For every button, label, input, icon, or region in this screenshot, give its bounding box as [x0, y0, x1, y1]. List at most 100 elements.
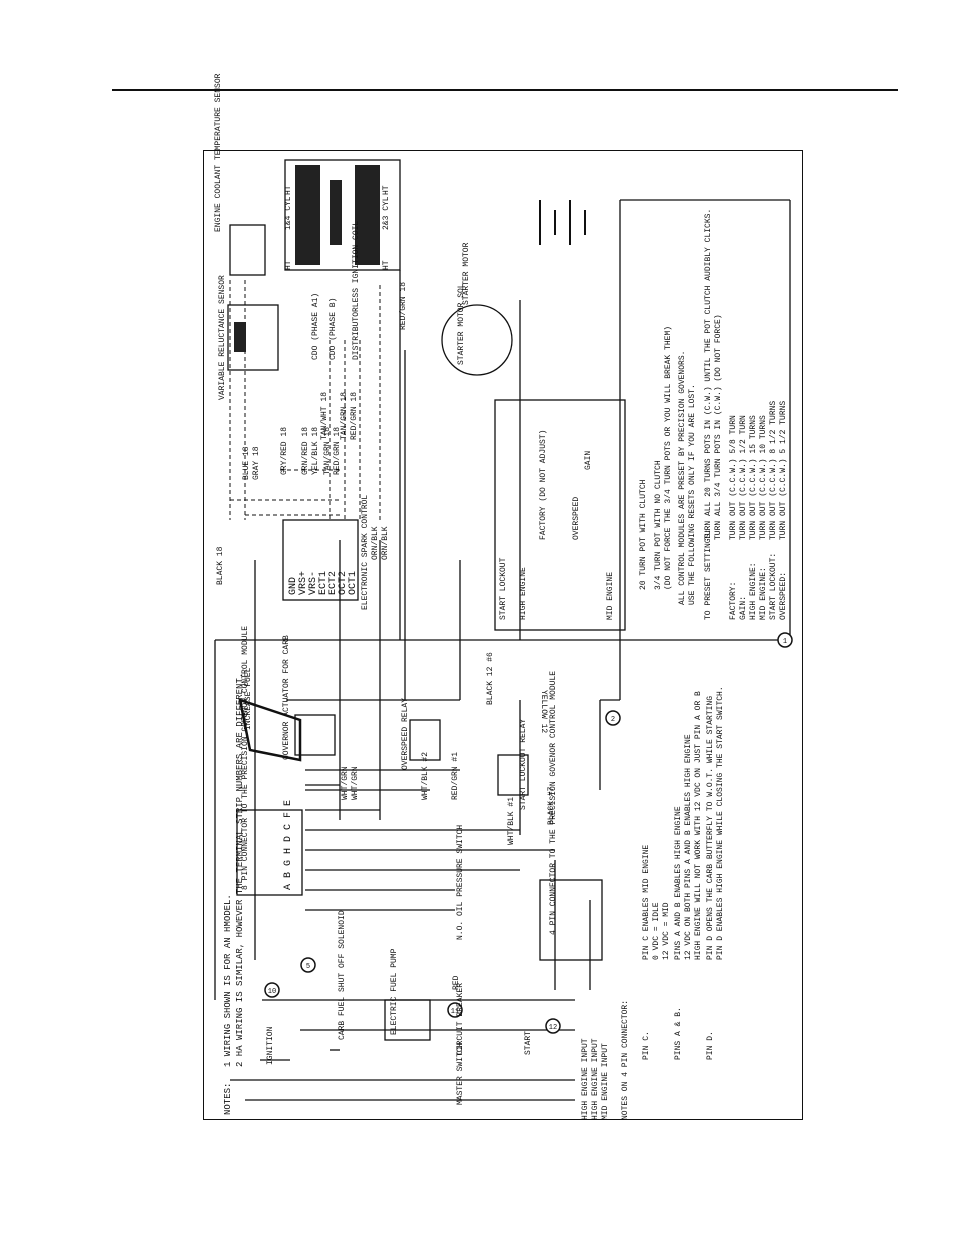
dist-coil-label: DISTRIBUTORLESS IGNITION COIL [352, 221, 361, 360]
notes-line1: 1 WIRING SHOWN IS FOR AN HMODEL. [223, 894, 233, 1067]
coil-core-c [355, 165, 380, 265]
cdo-b1-label: CDO (PHASE B) [329, 298, 338, 360]
esc-box [282, 519, 359, 601]
pot34-line2: (DO NOT FORCE THE 3/4 TURN POTS OR YOU W… [664, 326, 673, 590]
terminal-number: 5 [306, 963, 310, 971]
pot34-line1: 3/4 TURN POT WITH NO CLUTCH [654, 460, 663, 590]
tan-grn-18b-label: TAN/GRN 18 [340, 392, 349, 440]
ht-label-1: HT [284, 185, 293, 195]
coil14-label: 1&4 CYL [284, 196, 293, 230]
module-mid-engine: MID ENGINE [606, 572, 615, 620]
esc-pin-oct1: OCT1 [348, 571, 359, 595]
red-grn-1-label: RED/GRN #1 [451, 752, 460, 800]
esc-pin-ect2: ECT2 [328, 571, 339, 595]
starter-motor-symbol [441, 304, 513, 376]
esc-title: ELECTRONIC SPARK CONTROL [361, 495, 370, 610]
start-label: START [524, 1031, 533, 1055]
setting-name: MID ENGINE: [759, 567, 768, 620]
setting-name: START LOCKOUT: [769, 553, 778, 620]
wht-grn-label-2: WHT/GRN [351, 766, 360, 800]
orn-blk-label-2: ORN/BLK [381, 526, 390, 560]
tan-wht-18-label: TAN/WHT 18 [320, 392, 329, 440]
yel-blk-18-label: YEL/BLK 18 [311, 427, 320, 475]
setting-value: TURN OUT (C.C.W.) 8 1/2 TURNS [769, 401, 778, 540]
black-18-label: BLACK 18 [216, 546, 225, 585]
module-start-lockout: START LOCKOUT [499, 557, 508, 620]
pin-c-line3: 12 VDC = MID [662, 902, 671, 960]
coolant-sensor-box [229, 224, 266, 276]
blue-18-label: BLUE 18 [242, 446, 251, 480]
sensor-wires [229, 280, 381, 520]
setting-value: TURN OUT (C.C.W.) 1/2 TURN [739, 415, 748, 540]
pin-d-label: PIN D. [706, 1031, 715, 1060]
setting-value: TURN OUT (C.C.W.) 15 TURNS [749, 415, 758, 540]
grn-red-18-label: GRN/RED 18 [301, 427, 310, 475]
setting-value: TURN OUT (C.C.W.) 5/8 TURN [729, 415, 738, 540]
terminal-number: 1 [783, 638, 787, 646]
master-switch-label: MASTER SWITCH [456, 1042, 465, 1105]
setting-name: OVERSPEED: [779, 572, 788, 620]
notes-heading: NOTES: [223, 1083, 233, 1115]
start-lockout-relay-box [497, 754, 529, 796]
gray-18-label: GRAY 18 [252, 446, 261, 480]
pin-c-line1: PIN C ENABLES MID ENGINE [642, 845, 651, 960]
pin-ab-line1: PINS A AND B ENABLES HIGH ENGINE [674, 806, 683, 960]
ignition-label: IGNITION [266, 1026, 275, 1065]
terminals [264, 632, 793, 1034]
terminal-number: 2 [611, 716, 615, 724]
wht-blk-2-label: WHT/BLK #2 [421, 752, 430, 800]
connector8-label: 8 PIN CONNECTOR TO THE PRECISION GOVENOR… [241, 626, 250, 890]
esc-pin-gnd: GND [288, 577, 299, 595]
pin-c-label: PIN C. [642, 1031, 651, 1060]
carb-solenoid-label: CARB FUEL SHUT OFF SOLENOID [338, 910, 347, 1040]
wires [214, 199, 791, 1101]
terminal-number: 10 [268, 988, 276, 996]
pin-d-line1: PIN D OPENS THE CARB BUTTERFLY TO W.O.T.… [706, 696, 715, 960]
pin-d-line2: PIN D ENABLES HIGH ENGINE WHILE CLOSING … [716, 686, 725, 960]
red-grn-18c-label: RED/GRN 18 [399, 282, 408, 330]
red-wire-label: RED [452, 975, 461, 990]
cdo-a1-label: CDO (PHASE A1) [311, 293, 320, 360]
input-1-label: HIGH ENGINE INPUT [581, 1038, 590, 1120]
setting-value: TURN OUT (C.C.W.) 10 TURNS [759, 415, 768, 540]
terminal-number: 11 [451, 1008, 459, 1016]
esc-pin-vrsm: VRS- [308, 571, 319, 595]
control-module-panel [494, 399, 626, 631]
connector4-box [539, 879, 603, 961]
vr-sensor-box [227, 304, 279, 371]
esc-pin-ect1: ECT1 [318, 571, 329, 595]
connector8-pins: A B G H D C F E [283, 800, 294, 890]
terminal-number: 12 [549, 1024, 557, 1032]
pin-c-line2: 0 VDC = IDLE [652, 902, 661, 960]
oil-switch-label: N.O. OIL PRESSURE SWITCH [456, 825, 465, 940]
setting-name: GAIN: [739, 596, 748, 620]
pin-ab-label: PINS A & B. [674, 1007, 683, 1060]
fuel-pump-box [384, 999, 431, 1041]
vr-sensor-magnet [234, 322, 246, 352]
ht-label-3: HT [382, 185, 391, 195]
module-factory: FACTORY (DO NOT ADJUST) [539, 430, 548, 540]
gov-actuator-box [294, 714, 336, 756]
wht-blk-1-label: WHT/BLK #1 [507, 797, 516, 845]
input-2-label: HIGH ENGINE INPUT [591, 1038, 600, 1120]
input-3-label: MID ENGINE INPUT [601, 1043, 610, 1120]
esc-pin-oct2: OCT2 [338, 571, 349, 595]
connector8-box [236, 809, 303, 896]
black-7-label: BLACK #7 [547, 786, 556, 825]
module-high-engine: HIGH ENGINE [519, 567, 528, 620]
module-gain: GAIN [584, 451, 593, 470]
preset-a: TURN ALL 20 TURNS POTS IN (C.W.) UNTIL T… [704, 209, 713, 540]
pot20-label: 20 TURN POT WITH CLUTCH [639, 479, 648, 590]
yellow-12-label: YELLOW 12 [539, 690, 548, 733]
red-grn-18a-label: RED/GRN 18 [333, 427, 342, 475]
fuel-pump-label: ELECTRIC FUEL PUMP [390, 948, 399, 1035]
coil23-label: 2&3 CYL [382, 196, 391, 230]
preset-settings-table: FACTORY:TURN OUT (C.C.W.) 5/8 TURNGAIN:T… [729, 401, 788, 620]
gry-red-18-label: GRY/RED 18 [280, 427, 289, 475]
setting-value: TURN OUT (C.C.W.) 5 1/2 TURNS [779, 401, 788, 540]
tan-grn-18-label: TAN/GRN 18 [323, 427, 332, 475]
ht-label-4: HT [382, 260, 391, 270]
starter-sol-label: STARTER MOTOR SOL [457, 283, 466, 365]
preset-heading: TO PRESET SETTINGS: [704, 529, 713, 620]
overspeed-relay-box [409, 719, 441, 761]
